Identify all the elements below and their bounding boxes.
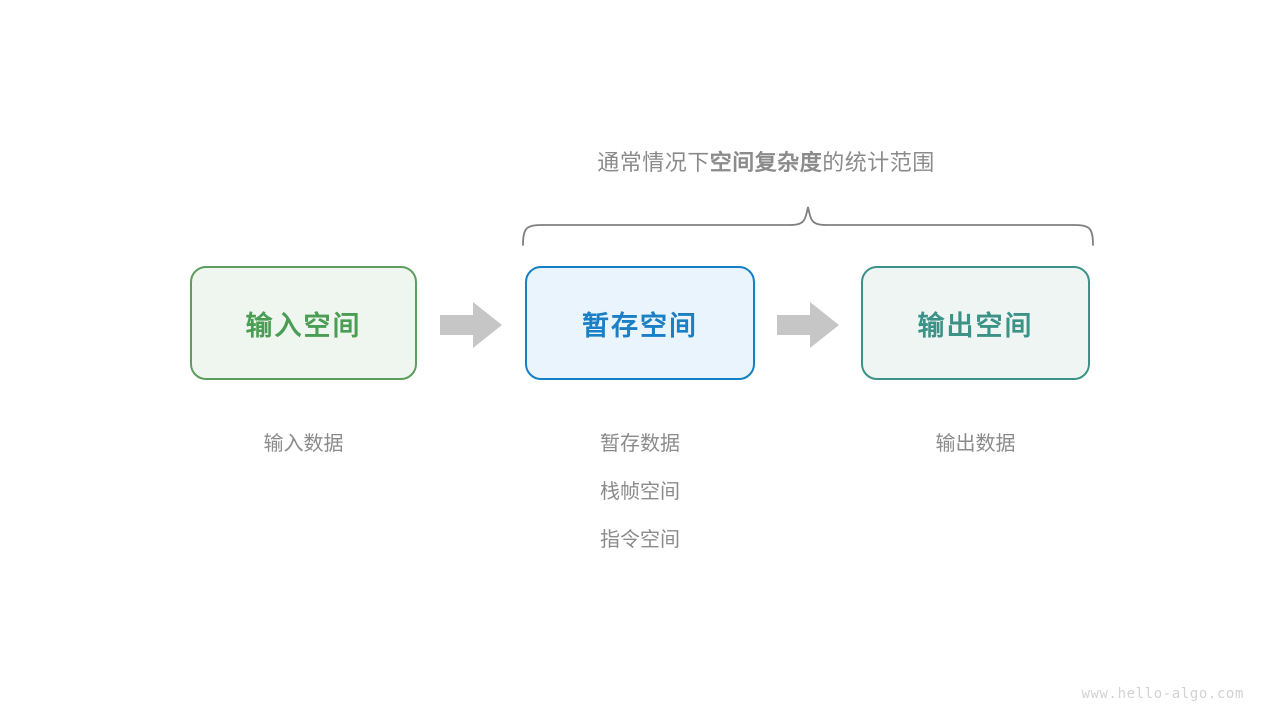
brace-icon	[522, 206, 1094, 246]
stage-labels-input: 输入数据	[190, 420, 417, 468]
scope-caption: 通常情况下空间复杂度的统计范围	[0, 145, 1280, 177]
caption-suffix: 的统计范围	[822, 150, 935, 175]
stage-title-temp: 暂存空间	[582, 310, 698, 341]
stage-labels-temp: 暂存数据 栈帧空间 指令空间	[525, 420, 755, 564]
stage-box-output[interactable]: 输出空间	[861, 266, 1090, 380]
arrow-right-icon-input-to-temp	[440, 302, 502, 348]
stage-title-output: 输出空间	[917, 310, 1034, 341]
stage-title-input: 输入空间	[245, 310, 362, 341]
arrow-right-icon	[777, 302, 839, 348]
stage-box-input[interactable]: 输入空间	[190, 266, 417, 380]
stage-label-item: 暂存数据	[600, 433, 680, 455]
stage-box-temp[interactable]: 暂存空间	[525, 266, 755, 380]
arrow-right-icon	[440, 302, 502, 348]
watermark: www.hello-algo.com	[1081, 686, 1244, 702]
stage-label-item: 输入数据	[263, 433, 344, 455]
stage-labels-output: 输出数据	[861, 420, 1090, 468]
stage-label-item: 指令空间	[600, 529, 680, 551]
scope-brace	[505, 195, 1110, 255]
caption-prefix: 通常情况下	[597, 150, 710, 175]
caption-emphasis: 空间复杂度	[709, 150, 823, 175]
scope-caption-text: 通常情况下空间复杂度的统计范围	[597, 150, 935, 175]
stage-label-item: 输出数据	[935, 433, 1016, 455]
stage-label-item: 栈帧空间	[600, 481, 680, 503]
arrow-right-icon-temp-to-output	[777, 302, 839, 348]
